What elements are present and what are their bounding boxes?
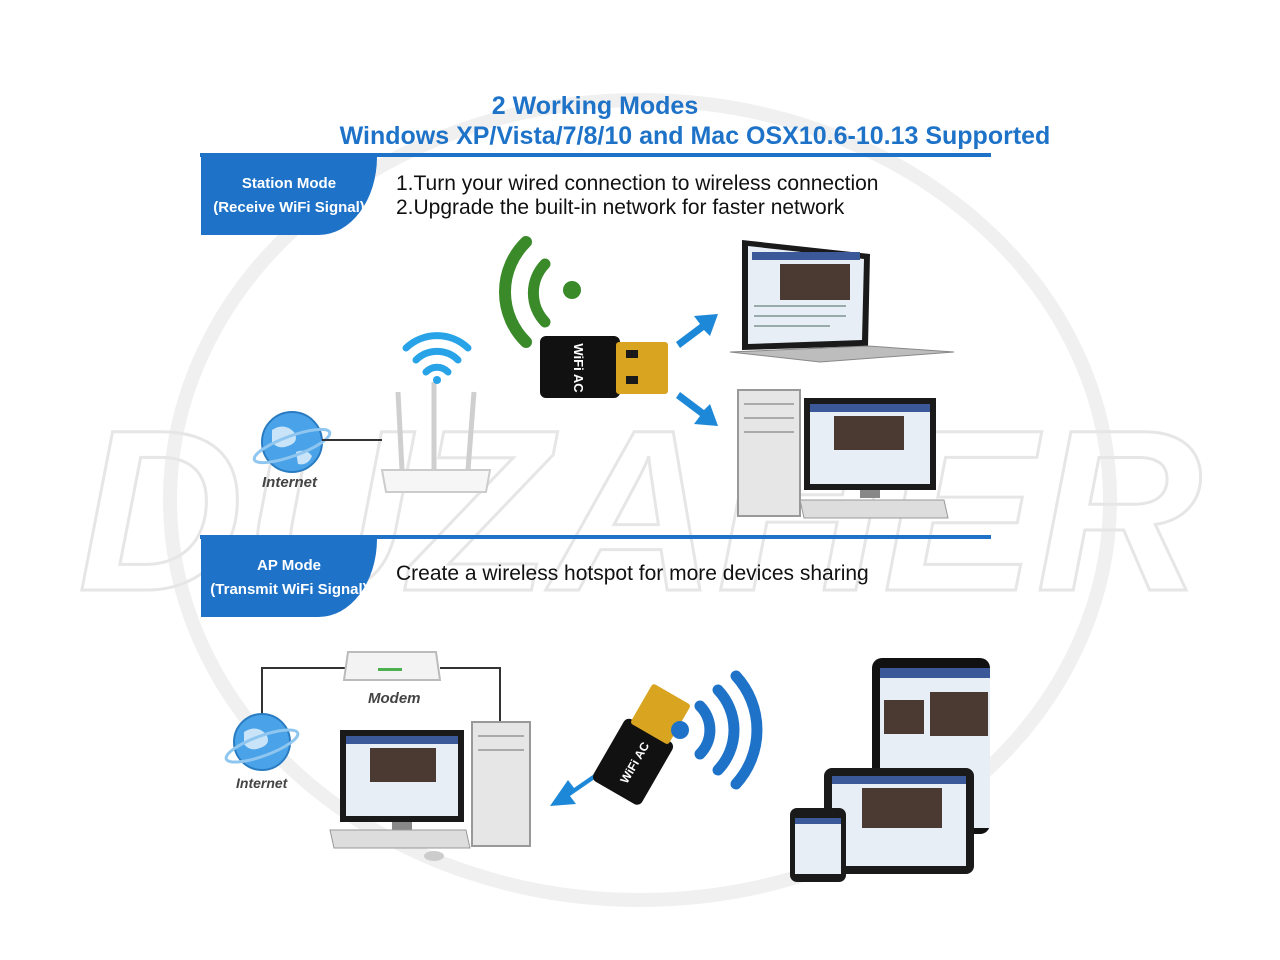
station-tab-line2: (Receive WiFi Signal) — [213, 199, 365, 216]
green-signal-icon — [498, 236, 581, 348]
internet-label-station: Internet — [262, 474, 318, 491]
page-title: 2 Working Modes — [491, 92, 699, 120]
router-icon — [380, 382, 492, 493]
desktop-computer-icon — [737, 389, 949, 519]
internet-label-ap: Internet — [236, 775, 288, 791]
modem-label: Modem — [368, 690, 421, 707]
arrow-to-laptop-icon — [676, 314, 718, 348]
adapter-label: WiFi AC — [571, 343, 586, 393]
arrow-to-desktop-icon — [676, 392, 718, 426]
modem-icon — [342, 651, 442, 681]
ap-rule — [200, 535, 991, 539]
ap-desc: Create a wireless hotspot for more devic… — [396, 562, 869, 585]
station-desc-1: 1.Turn your wired connection to wireless… — [396, 172, 879, 195]
laptop-icon — [729, 240, 955, 363]
station-tab-line1: Station Mode — [241, 175, 337, 192]
globe-icon — [252, 411, 332, 473]
globe-icon-ap — [224, 713, 300, 771]
station-desc-2: 2.Upgrade the built-in network for faste… — [396, 196, 845, 219]
devices-group-icon — [790, 658, 990, 882]
ap-mode-tab: AP Mode (Transmit WiFi Signal) — [201, 539, 377, 617]
page-subtitle: Windows XP/Vista/7/8/10 and Mac OSX10.6-… — [339, 122, 1051, 150]
ap-tab-line2: (Transmit WiFi Signal) — [210, 581, 368, 598]
station-mode-tab: Station Mode (Receive WiFi Signal) — [201, 157, 377, 235]
blue-signal-icon — [671, 670, 763, 790]
usb-adapter-icon-ap: WiFi AC — [592, 684, 690, 805]
station-rule — [200, 153, 991, 157]
arrow-to-pc-icon — [550, 770, 600, 806]
ap-tab-line1: AP Mode — [257, 557, 321, 574]
wifi-signal-icon — [402, 332, 472, 384]
usb-adapter-icon: WiFi AC — [540, 336, 668, 398]
desktop-pc-icon — [329, 721, 531, 861]
